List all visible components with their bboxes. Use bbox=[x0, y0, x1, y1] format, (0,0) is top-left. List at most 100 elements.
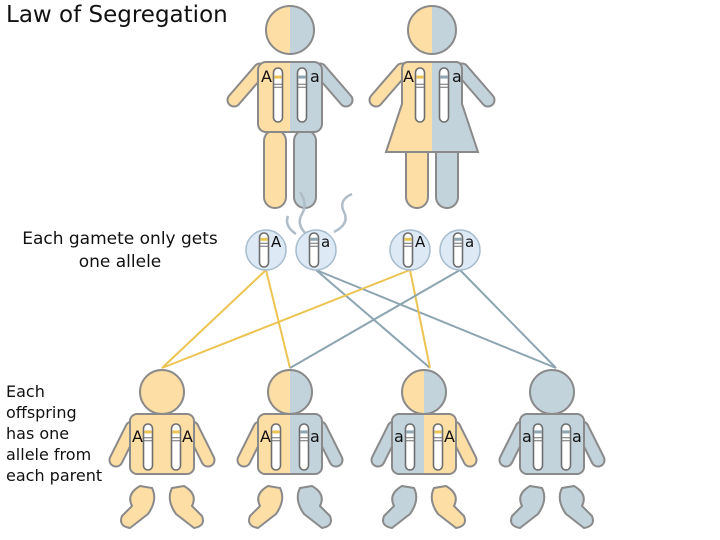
sperm-tail bbox=[333, 192, 353, 234]
allele-band bbox=[298, 75, 306, 79]
allele-band bbox=[144, 430, 152, 434]
chromosome bbox=[258, 232, 270, 268]
head-right bbox=[552, 370, 574, 414]
allele-band bbox=[172, 430, 180, 434]
centromere bbox=[143, 437, 153, 442]
gamete: a bbox=[439, 229, 481, 271]
chromosome bbox=[308, 232, 320, 268]
centromere bbox=[259, 242, 269, 247]
gamete-label: Each gamete only gets one allele bbox=[6, 228, 234, 274]
allele-band bbox=[416, 75, 424, 79]
allele-band bbox=[440, 75, 448, 79]
right-leg bbox=[293, 129, 317, 209]
sperm-tail bbox=[298, 191, 307, 235]
allele-label: a bbox=[394, 427, 404, 446]
inheritance-line bbox=[315, 269, 557, 369]
right-arm bbox=[314, 64, 352, 106]
centromere bbox=[273, 83, 283, 88]
chromosome bbox=[272, 67, 284, 123]
head-outline bbox=[139, 369, 185, 415]
allele-band bbox=[310, 237, 318, 241]
inheritance-line bbox=[459, 269, 557, 369]
chromosome bbox=[532, 423, 544, 471]
allele-label: A bbox=[132, 427, 143, 446]
chromosome bbox=[414, 67, 426, 123]
head-left bbox=[140, 370, 162, 414]
centromere bbox=[299, 437, 309, 442]
offspring-label-line: offspring bbox=[6, 403, 77, 422]
allele-label: A bbox=[271, 233, 282, 251]
chromosome bbox=[298, 423, 310, 471]
allele-label: a bbox=[522, 427, 532, 446]
head-right bbox=[290, 6, 314, 54]
dress-outline bbox=[384, 61, 480, 153]
right-leg bbox=[430, 485, 466, 529]
inheritance-line bbox=[409, 269, 431, 369]
allele-band bbox=[272, 430, 280, 434]
offspring-label-line: allele from bbox=[6, 445, 92, 464]
offspring-label-line: Each bbox=[6, 382, 45, 401]
inheritance-line bbox=[289, 269, 461, 369]
gamete-label-line: Each gamete only gets bbox=[22, 229, 218, 249]
allele-band bbox=[434, 430, 442, 434]
allele-band bbox=[562, 430, 570, 434]
head-left bbox=[530, 370, 552, 414]
allele-band bbox=[406, 430, 414, 434]
centromere bbox=[271, 437, 281, 442]
head-right bbox=[290, 370, 312, 414]
head-outline bbox=[401, 369, 447, 415]
left-arm bbox=[370, 64, 408, 106]
left-leg bbox=[263, 129, 287, 209]
centromere bbox=[403, 242, 413, 247]
left-leg bbox=[382, 485, 418, 529]
offspring-label-line: each parent bbox=[6, 466, 103, 485]
head-outline bbox=[407, 5, 457, 55]
centromere bbox=[433, 437, 443, 442]
head-outline bbox=[265, 5, 315, 55]
inheritance-line bbox=[161, 269, 267, 369]
head-left bbox=[268, 370, 290, 414]
centromere bbox=[453, 242, 463, 247]
allele-label: a bbox=[465, 233, 474, 251]
right-leg bbox=[168, 485, 204, 529]
allele-label: A bbox=[182, 427, 193, 446]
offspring-label-line: has one bbox=[6, 424, 70, 443]
left-leg bbox=[248, 485, 284, 529]
centromere bbox=[405, 437, 415, 442]
centromere bbox=[171, 437, 181, 442]
head-right bbox=[432, 6, 456, 54]
left-leg bbox=[120, 485, 156, 529]
right-leg bbox=[296, 485, 332, 529]
torso-outline bbox=[257, 61, 323, 133]
head-left bbox=[402, 370, 424, 414]
allele-label: a bbox=[452, 67, 462, 86]
inheritance-lines bbox=[161, 269, 557, 369]
head-outline bbox=[267, 369, 313, 415]
chromosome bbox=[142, 423, 154, 471]
gamete: A bbox=[245, 229, 287, 271]
chromosome bbox=[438, 67, 450, 123]
allele-band bbox=[534, 430, 542, 434]
inheritance-line bbox=[265, 269, 291, 369]
centromere bbox=[533, 437, 543, 442]
centromere bbox=[415, 83, 425, 88]
chromosome bbox=[452, 232, 464, 268]
head-left bbox=[266, 6, 290, 54]
head-left bbox=[408, 6, 432, 54]
gamete-label-line: one allele bbox=[78, 252, 162, 272]
allele-label: a bbox=[321, 233, 330, 251]
chromosome bbox=[404, 423, 416, 471]
allele-band bbox=[454, 237, 462, 241]
gamete: A bbox=[389, 229, 431, 271]
right-arm bbox=[456, 64, 494, 106]
